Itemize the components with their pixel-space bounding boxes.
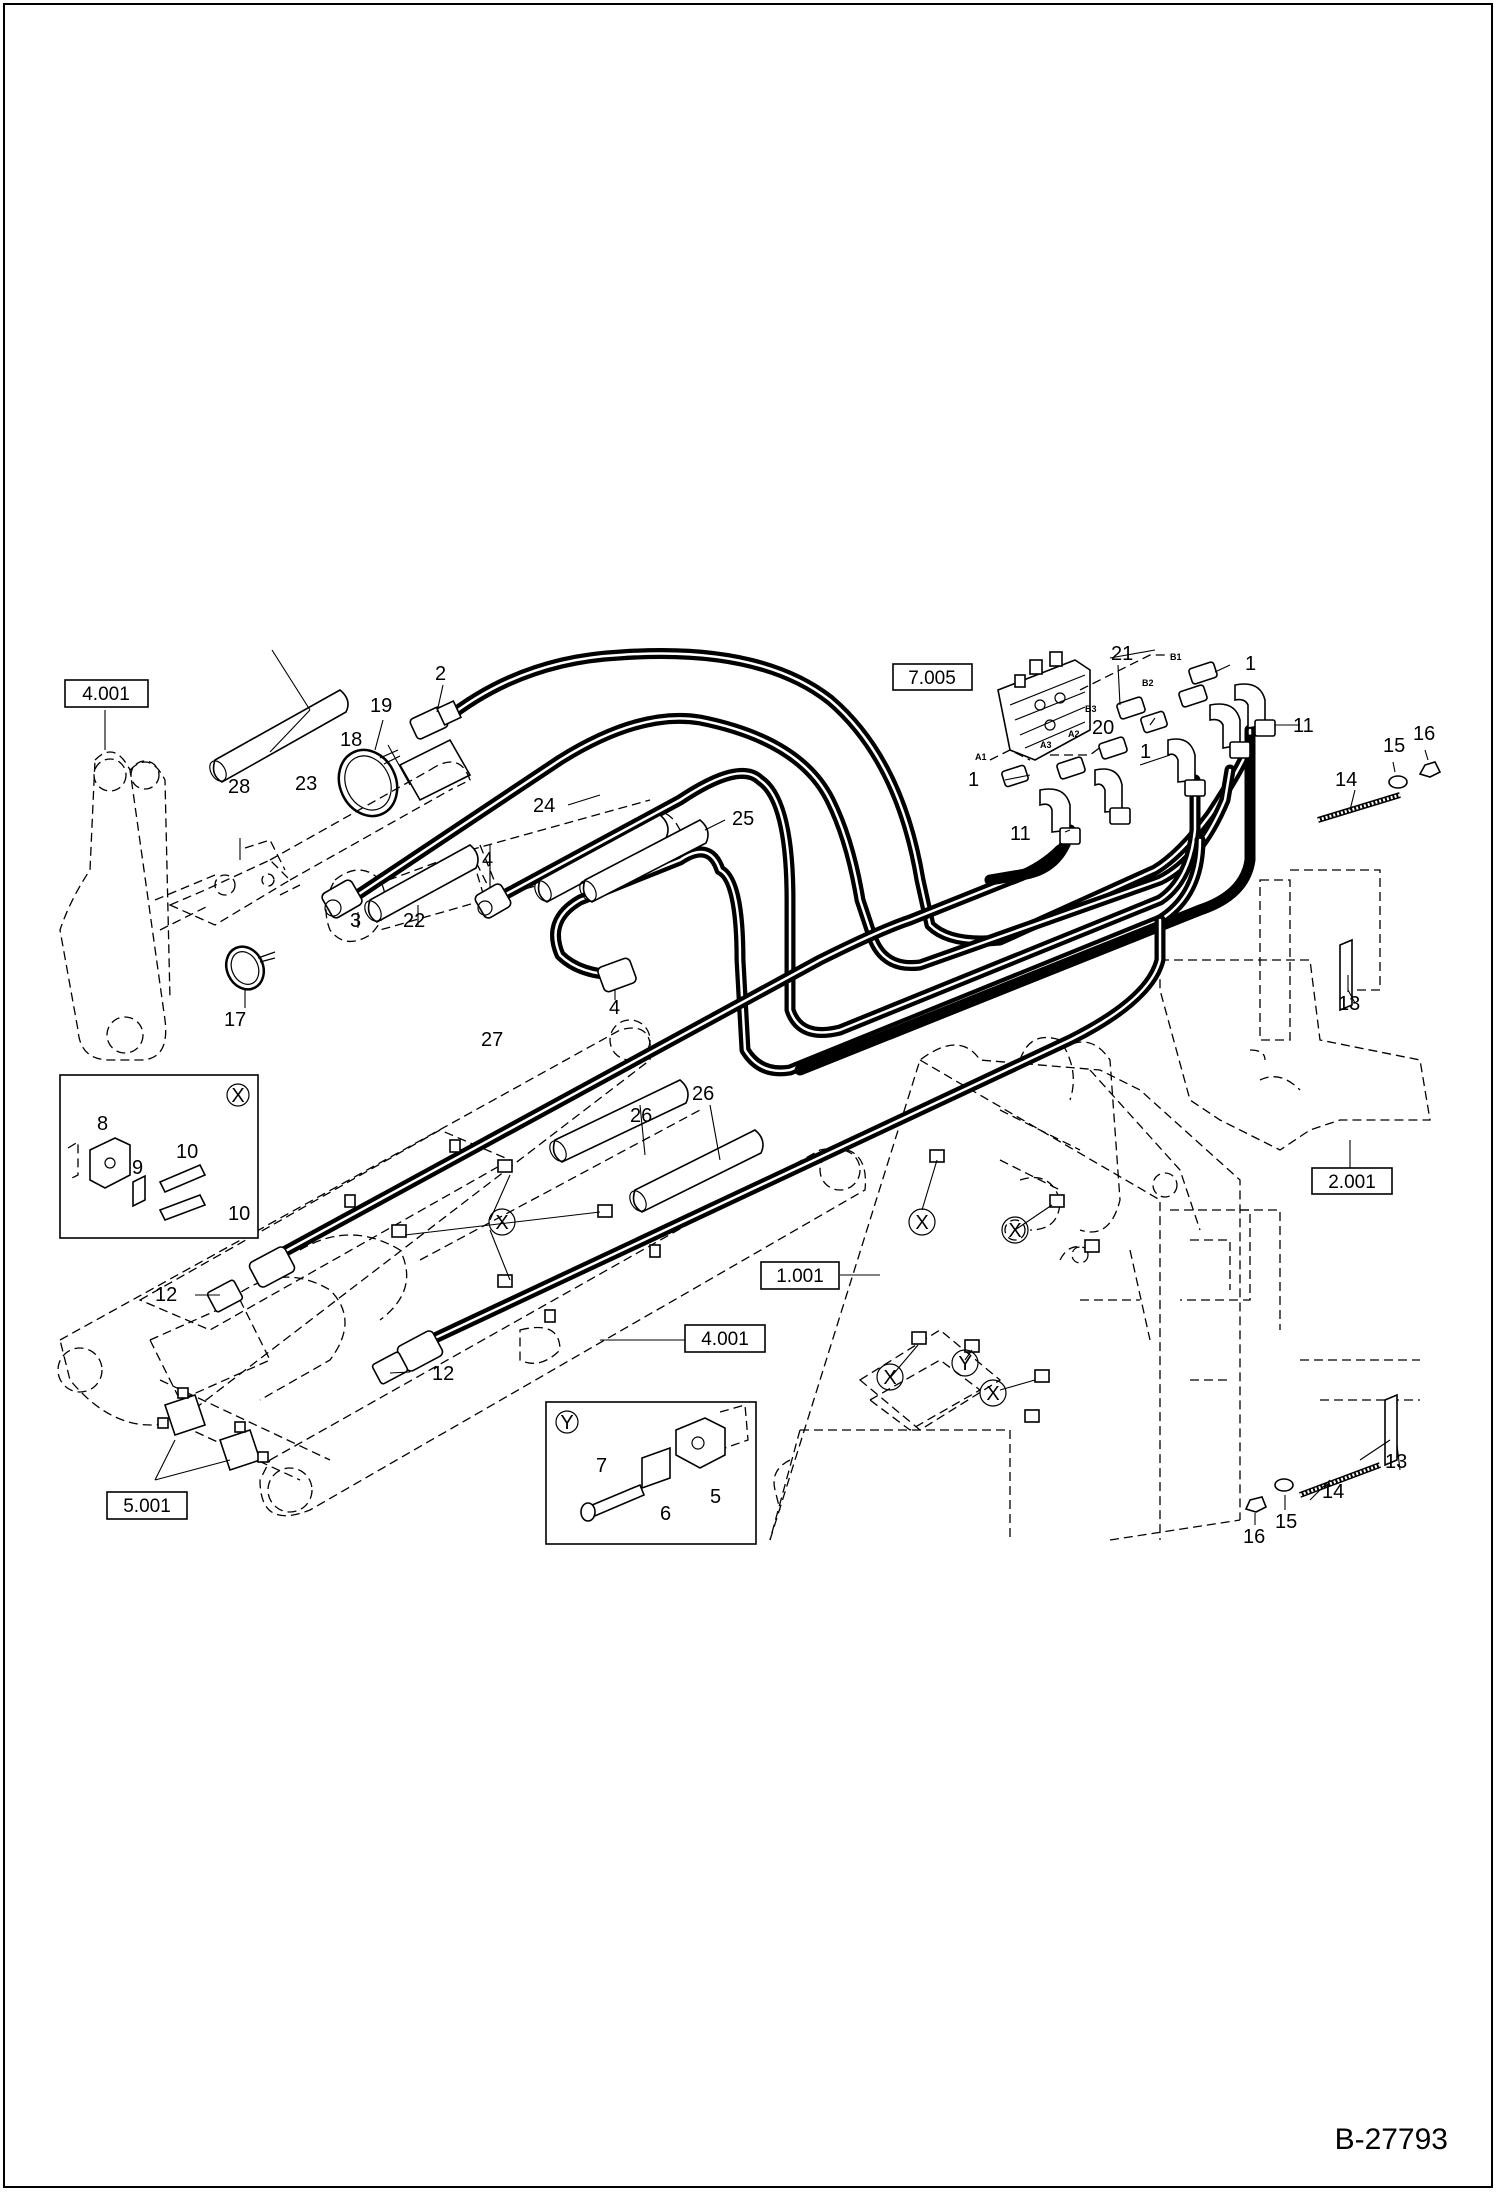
callout-15: 15 [1383, 735, 1405, 757]
svg-text:7.005: 7.005 [908, 668, 956, 689]
callout-9: 9 [132, 1157, 143, 1179]
port-labels: B1 B2 B3 A1 A2 A3 [975, 652, 1182, 762]
callout-numbers: 1 1 1 2 3 4 4 5 6 7 8 9 10 10 11 11 12 1… [97, 643, 1435, 1548]
callout-22: 22 [403, 910, 425, 932]
detail-y-mark-chassis: Y [958, 1353, 971, 1375]
svg-text:4.001: 4.001 [82, 684, 130, 705]
callout-7: 7 [596, 1455, 607, 1477]
ref-box-4001-bottom: 4.001 [684, 1324, 766, 1353]
callout-1: 1 [968, 769, 979, 791]
callout-17: 17 [224, 1009, 246, 1031]
port-a1: A1 [975, 752, 987, 762]
callout-2: 2 [435, 663, 446, 685]
svg-text:2.001: 2.001 [1328, 1172, 1376, 1193]
check-valves [157, 1387, 269, 1472]
detail-y-mark: Y [560, 1412, 573, 1434]
svg-text:5.001: 5.001 [123, 1496, 171, 1517]
callout-26: 26 [630, 1105, 652, 1127]
callout-10: 10 [228, 1203, 250, 1225]
callout-11: 11 [1010, 823, 1031, 845]
callout-10: 10 [176, 1141, 198, 1163]
callout-19: 19 [370, 695, 392, 717]
drawing-code: B-27793 [1334, 2123, 1448, 2156]
callout-4: 4 [609, 997, 620, 1019]
callout-1: 1 [1245, 653, 1256, 675]
callout-4: 4 [482, 849, 493, 871]
detail-x-mark-chassis-1: X [915, 1212, 928, 1234]
callout-1: 1 [1140, 741, 1151, 763]
port-a2: A2 [1068, 729, 1080, 739]
detail-y-box [545, 1401, 757, 1545]
ref-box-1001: 1.001 [760, 1261, 840, 1290]
leader-lines [104, 649, 1429, 1525]
lift-arm-outline [59, 751, 471, 1061]
port-b3: B3 [1085, 704, 1097, 714]
mounting-hardware [1244, 761, 1442, 1513]
callout-12: 12 [155, 1284, 177, 1306]
detail-x-mark-chassis-4: X [986, 1383, 999, 1405]
ref-box-5001: 5.001 [106, 1491, 188, 1520]
ref-box-4001-top: 4.001 [64, 679, 149, 708]
callout-26: 26 [692, 1083, 714, 1105]
callout-13: 13 [1385, 1451, 1407, 1473]
callout-18: 18 [340, 729, 362, 751]
counterweight-outline [1159, 869, 1431, 1151]
svg-text:1.001: 1.001 [776, 1266, 824, 1287]
callout-6: 6 [660, 1503, 671, 1525]
callout-16: 16 [1243, 1526, 1265, 1548]
detail-x-box [59, 1074, 259, 1239]
callout-8: 8 [97, 1113, 108, 1135]
protection-tubes [209, 689, 764, 1213]
callout-27: 27 [481, 1029, 503, 1051]
ref-box-7005: 7.005 [892, 663, 973, 691]
callout-11: 11 [1293, 715, 1314, 737]
callout-13: 13 [1338, 993, 1360, 1015]
hose-fittings [206, 699, 637, 1385]
detail-x-mark-chassis-3: X [883, 1367, 896, 1389]
callout-15: 15 [1275, 1511, 1297, 1533]
callout-21: 21 [1111, 643, 1133, 665]
callout-23: 23 [295, 773, 317, 795]
port-a3: A3 [1040, 740, 1052, 750]
callout-12: 12 [432, 1363, 454, 1385]
clamps [224, 738, 472, 991]
detail-x-mark-chassis-2: X [1008, 1220, 1021, 1242]
callout-5: 5 [710, 1486, 721, 1508]
hydraulic-hoses [254, 647, 1256, 1351]
callout-25: 25 [732, 808, 754, 830]
drawing-frame [3, 3, 1493, 2188]
callout-16: 16 [1413, 723, 1435, 745]
adapters-elbows [1001, 661, 1276, 845]
detail-x-mark-arm: X [495, 1212, 508, 1234]
hose-clips [344, 1139, 1100, 1423]
callout-14: 14 [1322, 1481, 1344, 1503]
port-b2: B2 [1142, 678, 1154, 688]
callout-14: 14 [1335, 769, 1357, 791]
ref-box-2001: 2.001 [1311, 1167, 1393, 1195]
svg-text:4.001: 4.001 [701, 1329, 749, 1350]
detail-marks: X Y X X X X Y X [231, 1085, 1029, 1434]
callout-28: 28 [228, 776, 250, 798]
callout-24: 24 [533, 795, 555, 817]
detail-x-mark: X [231, 1085, 244, 1107]
port-b1: B1 [1170, 652, 1182, 662]
reference-boxes: 4.001 7.005 2.001 1.001 4.001 5.001 [64, 663, 1393, 1520]
chassis-outline [769, 1036, 1420, 1541]
callout-20: 20 [1092, 717, 1114, 739]
callout-3: 3 [350, 910, 361, 932]
control-valve-block [989, 651, 1170, 761]
